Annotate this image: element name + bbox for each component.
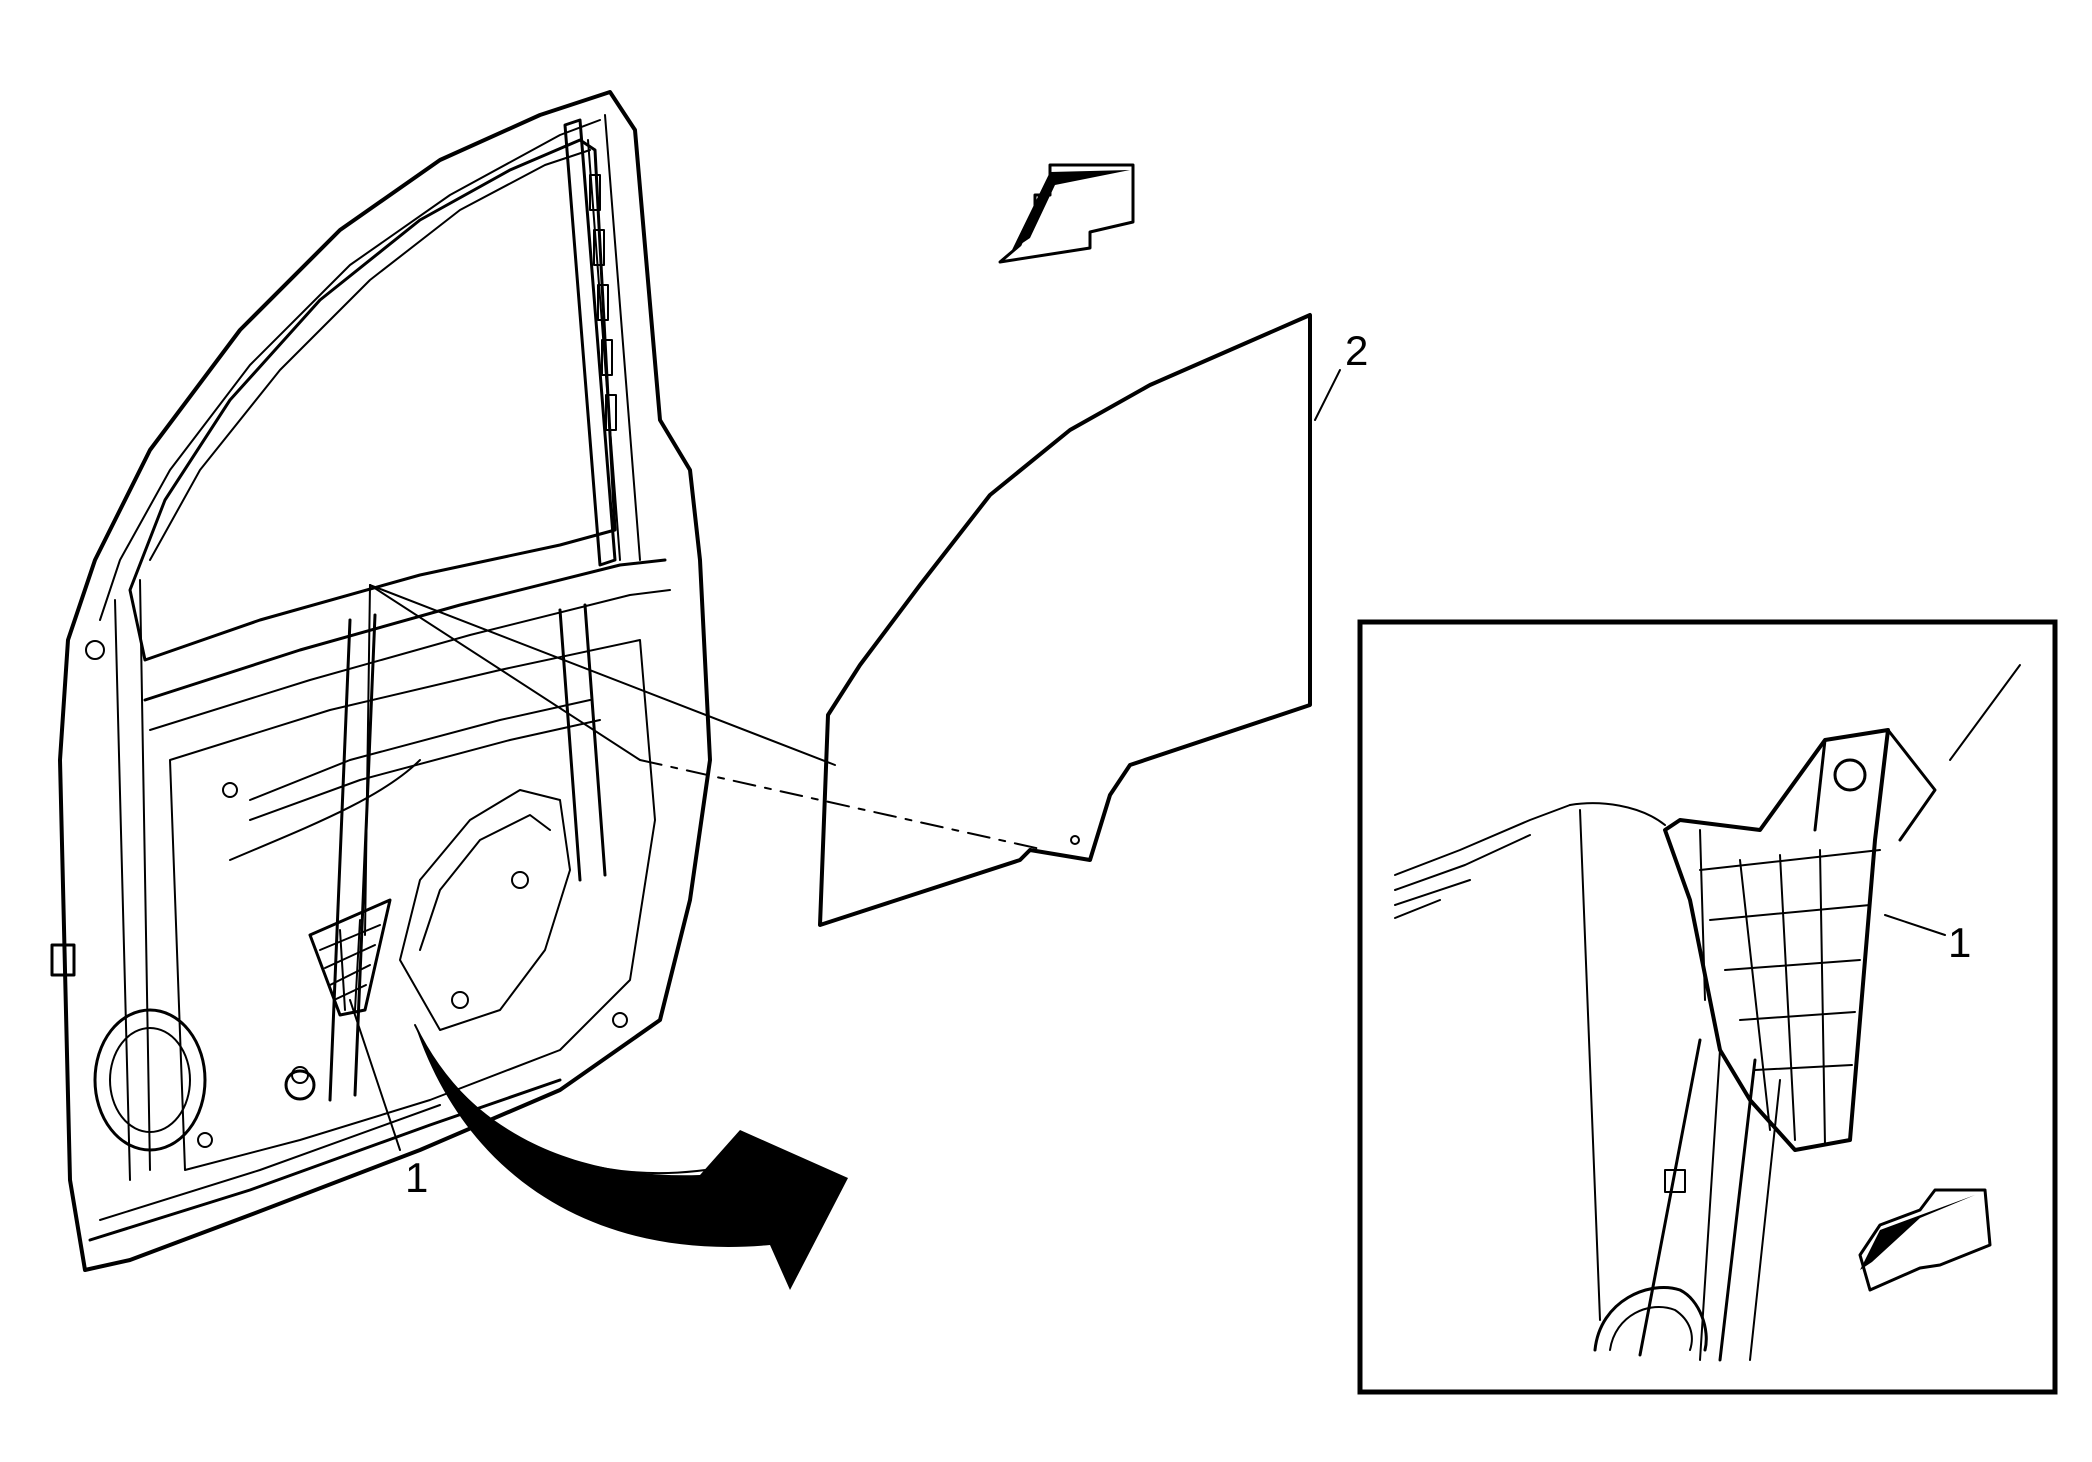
- inner-panel: [169, 639, 656, 1171]
- callout-regulator-detail: 1: [1884, 914, 1971, 966]
- front-direction-arrow-main: [998, 163, 1135, 264]
- svg-text:1: 1: [1948, 919, 1971, 966]
- svg-text:1: 1: [405, 1154, 428, 1201]
- removal-guide-lines: [364, 584, 1046, 936]
- run-channel-slots: [589, 174, 617, 431]
- speaker-opening: [93, 1008, 207, 1152]
- regulator-clip: [284, 898, 392, 1101]
- belt-line: [143, 558, 667, 702]
- detail-inset-frame: [1357, 619, 2058, 1395]
- callout-glass: 2: [1314, 327, 1368, 421]
- svg-text:2: 2: [1345, 327, 1368, 374]
- curved-removal-arrow: [414, 1024, 848, 1290]
- door-assembly: [50, 90, 712, 1272]
- door-window-glass: [818, 313, 1312, 927]
- glass-bolt-hole: [1070, 835, 1080, 845]
- front-direction-arrow-detail: [1858, 1188, 1992, 1292]
- window-opening: [128, 138, 617, 662]
- regulator-clip-detail: [1663, 728, 1937, 1152]
- latch-opening: [50, 943, 76, 977]
- regulator-gear: [1593, 1286, 1708, 1352]
- window-regulator-rails: [328, 603, 607, 1102]
- rear-run-channel: [563, 118, 617, 567]
- access-hole: [399, 789, 571, 1031]
- door-frame-outline: [58, 90, 712, 1272]
- callout-regulator-main: 1: [349, 999, 428, 1201]
- detail-inset: 1: [1357, 619, 2058, 1395]
